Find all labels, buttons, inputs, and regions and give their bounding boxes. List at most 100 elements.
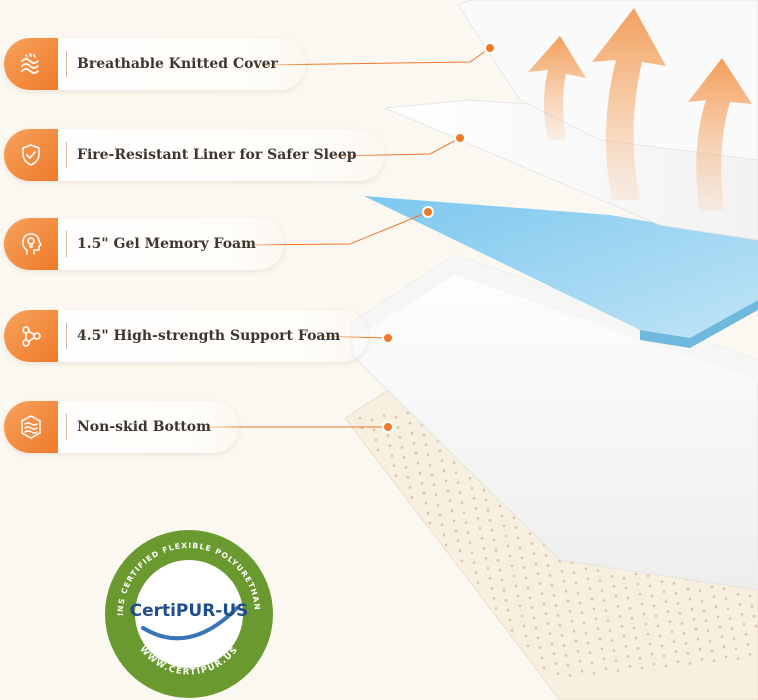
perforation-dot bbox=[456, 481, 460, 484]
perforation-dot bbox=[486, 508, 490, 512]
perforation-dot bbox=[596, 569, 600, 572]
perforation-dot bbox=[712, 595, 716, 599]
perforation-dot bbox=[496, 558, 500, 562]
perforation-dot bbox=[436, 503, 440, 507]
perforation-dot bbox=[400, 446, 404, 449]
perforation-dot bbox=[392, 464, 396, 467]
perforation-dot bbox=[440, 523, 444, 527]
perforation-dot bbox=[584, 631, 588, 635]
perforation-dot bbox=[728, 617, 732, 620]
perforation-dot bbox=[686, 652, 690, 655]
perforation-dot bbox=[504, 534, 508, 538]
perforation-dot bbox=[734, 647, 738, 650]
perforation-dot bbox=[716, 615, 720, 619]
molecule-icon bbox=[4, 310, 58, 362]
perforation-dot bbox=[612, 649, 616, 652]
perforation-dot bbox=[500, 578, 504, 582]
perforation-dot bbox=[462, 511, 466, 514]
perforation-dot bbox=[644, 622, 648, 626]
feature-label-non-skid: Non-skid Bottom bbox=[4, 401, 239, 453]
perforation-dot bbox=[476, 581, 480, 584]
perforation-dot bbox=[684, 642, 688, 645]
perforation-dot bbox=[458, 491, 462, 494]
perforation-dot bbox=[622, 576, 626, 580]
perforation-dot bbox=[506, 608, 510, 612]
perforation-dot bbox=[640, 602, 644, 606]
perforation-dot bbox=[544, 612, 548, 615]
feature-label-gel-foam: 1.5" Gel Memory Foam bbox=[4, 218, 284, 270]
perforation-dot bbox=[554, 662, 558, 665]
perforation-dot bbox=[536, 636, 540, 640]
perforation-dot bbox=[554, 604, 558, 607]
perforation-dot bbox=[542, 602, 546, 605]
perforation-dot bbox=[372, 428, 376, 432]
perforation-dot bbox=[396, 426, 400, 429]
perforation-dot bbox=[724, 655, 728, 659]
perforation-dot bbox=[538, 646, 542, 650]
certipur-us-seal: CONTAINS CERTIFIED FLEXIBLE POLYURETHANE… bbox=[103, 528, 273, 698]
perforation-dot bbox=[652, 662, 656, 666]
gel-memory-foam-layer bbox=[364, 196, 758, 348]
perforation-dot bbox=[736, 593, 740, 596]
perforation-dot bbox=[566, 664, 570, 667]
perforation-dot bbox=[394, 416, 398, 419]
perforation-dot bbox=[638, 592, 642, 596]
perforation-dot bbox=[598, 637, 602, 641]
perforation-dot bbox=[634, 636, 638, 640]
perforation-dot bbox=[746, 643, 750, 646]
perforation-dot bbox=[456, 539, 460, 543]
perforation-dot bbox=[406, 476, 410, 479]
seal-logo-text: CertiPUR-US bbox=[130, 601, 249, 621]
perforation-dot bbox=[548, 632, 552, 635]
perforation-dot bbox=[540, 656, 544, 660]
perforation-dot bbox=[490, 587, 494, 590]
perforation-dot bbox=[376, 448, 380, 452]
perforation-dot bbox=[458, 549, 462, 553]
perforation-dot bbox=[744, 633, 748, 636]
perforation-dot bbox=[576, 591, 580, 595]
perforation-dot bbox=[532, 552, 536, 555]
perforation-dot bbox=[514, 584, 518, 588]
perforation-dot bbox=[424, 443, 428, 447]
perforation-dot bbox=[602, 599, 606, 602]
perforation-dot bbox=[658, 634, 662, 638]
perforation-dot bbox=[752, 614, 756, 618]
perforation-dot bbox=[732, 637, 736, 640]
perforation-dot bbox=[494, 548, 498, 552]
perforation-dot bbox=[586, 641, 590, 645]
perforation-dot bbox=[648, 642, 652, 646]
label-divider bbox=[66, 414, 67, 440]
perforation-dot bbox=[648, 584, 652, 588]
perforation-dot bbox=[410, 496, 414, 499]
perforation-dot bbox=[484, 557, 488, 560]
perforation-dot bbox=[524, 576, 528, 580]
perforation-dot bbox=[442, 469, 446, 473]
perforation-dot bbox=[574, 581, 578, 585]
perforation-dot bbox=[416, 461, 420, 465]
perforation-dot bbox=[682, 632, 686, 635]
perforation-dot bbox=[448, 499, 452, 503]
perforation-dot bbox=[506, 544, 510, 548]
perforation-dot bbox=[490, 528, 494, 532]
perforation-dot bbox=[390, 454, 394, 457]
perforation-dot bbox=[502, 524, 506, 528]
perforation-dot bbox=[604, 609, 608, 612]
perforation-dot bbox=[424, 501, 428, 505]
perforation-dot bbox=[722, 645, 726, 649]
perforation-dot bbox=[576, 649, 580, 653]
perforation-dot bbox=[662, 590, 666, 593]
perforation-dot bbox=[600, 647, 604, 651]
perforation-dot bbox=[528, 532, 532, 535]
perforation-dot bbox=[508, 618, 512, 622]
perforation-dot bbox=[688, 597, 692, 601]
perforation-dot bbox=[664, 664, 668, 668]
perforation-dot bbox=[564, 654, 568, 657]
perforation-dot bbox=[650, 652, 654, 656]
perforation-dot bbox=[508, 554, 512, 558]
perforation-dot bbox=[446, 489, 450, 493]
perforation-dot bbox=[522, 624, 526, 628]
perforation-dot bbox=[534, 626, 538, 630]
perforation-dot bbox=[588, 651, 592, 655]
perforation-dot bbox=[560, 634, 564, 637]
perforation-dot bbox=[514, 526, 518, 530]
